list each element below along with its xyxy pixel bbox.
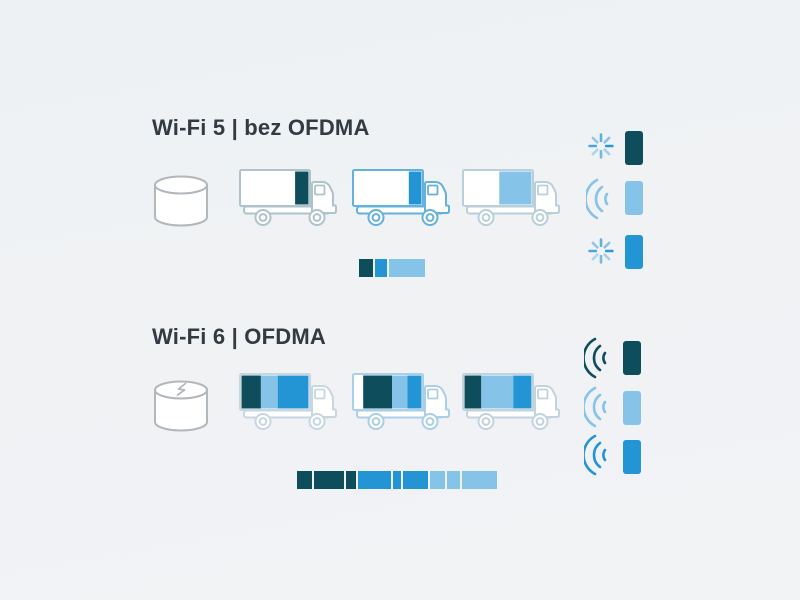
delivery-truck-icon [238,372,338,432]
delivery-truck-icon [351,372,451,432]
section-title-wifi5: Wi-Fi 5 | bez OFDMA [152,115,370,140]
throughput-bar [359,259,425,277]
smartphone-icon [625,235,643,269]
smartphone-icon [623,440,641,474]
delivery-truck-icon [461,372,561,432]
bar-segment [297,471,312,489]
signal-waves-icon [584,335,612,381]
bar-segment [430,471,445,489]
smartphone-icon [623,391,641,425]
bar-segment [393,471,401,489]
signal-waves-icon [584,384,612,430]
spinner-icon [588,133,614,159]
delivery-truck-icon [351,168,451,228]
bar-segment [447,471,460,489]
bar-segment [346,471,356,489]
bar-segment [375,259,387,277]
delivery-truck-icon [238,168,338,228]
signal-waves-icon [584,432,612,478]
signal-waves-icon [586,176,614,222]
spinner-icon [588,238,614,264]
smartphone-icon [625,131,643,165]
throughput-bar [297,471,497,489]
smartphone-icon [625,181,643,215]
bar-segment [359,259,373,277]
router-cylinder-icon [152,379,210,433]
bar-segment [358,471,391,489]
smartphone-icon [623,341,641,375]
section-title-wifi6: Wi-Fi 6 | OFDMA [152,324,326,349]
bar-segment [403,471,428,489]
bar-segment [389,259,425,277]
router-cylinder-icon [152,174,210,228]
bar-segment [462,471,497,489]
delivery-truck-icon [461,168,561,228]
bar-segment [314,471,344,489]
